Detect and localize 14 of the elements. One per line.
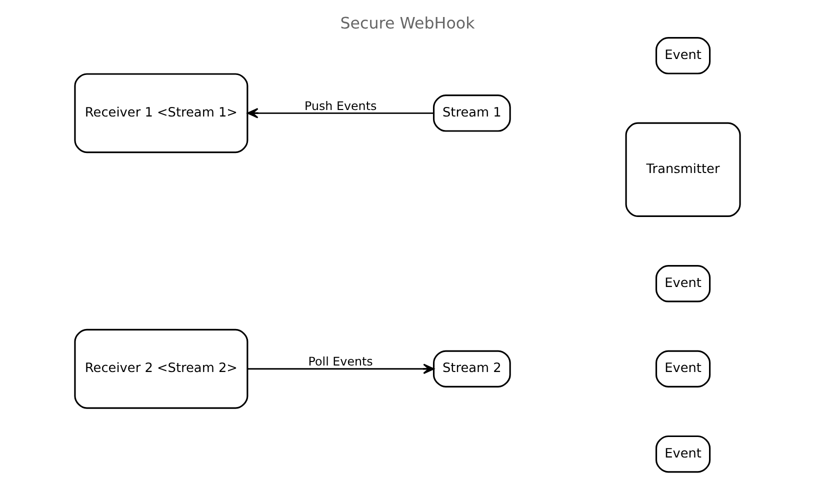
node-box: Event xyxy=(655,435,711,473)
node-box: Stream 2 xyxy=(432,350,511,388)
arrow xyxy=(248,364,434,374)
node-box: Stream 1 xyxy=(432,94,511,132)
node-box: Transmitter xyxy=(625,122,741,218)
node-box: Event xyxy=(655,37,711,74)
diagram-title: Secure WebHook xyxy=(340,14,475,33)
edge-label: Push Events xyxy=(304,98,377,113)
edge-label: Poll Events xyxy=(308,354,373,368)
node-box: Event xyxy=(655,350,711,388)
arrow xyxy=(247,108,434,118)
node-box: Event xyxy=(655,265,711,302)
node-box: Receiver 2 <Stream 2> xyxy=(74,328,248,409)
node-box: Receiver 1 <Stream 1> xyxy=(74,73,248,154)
